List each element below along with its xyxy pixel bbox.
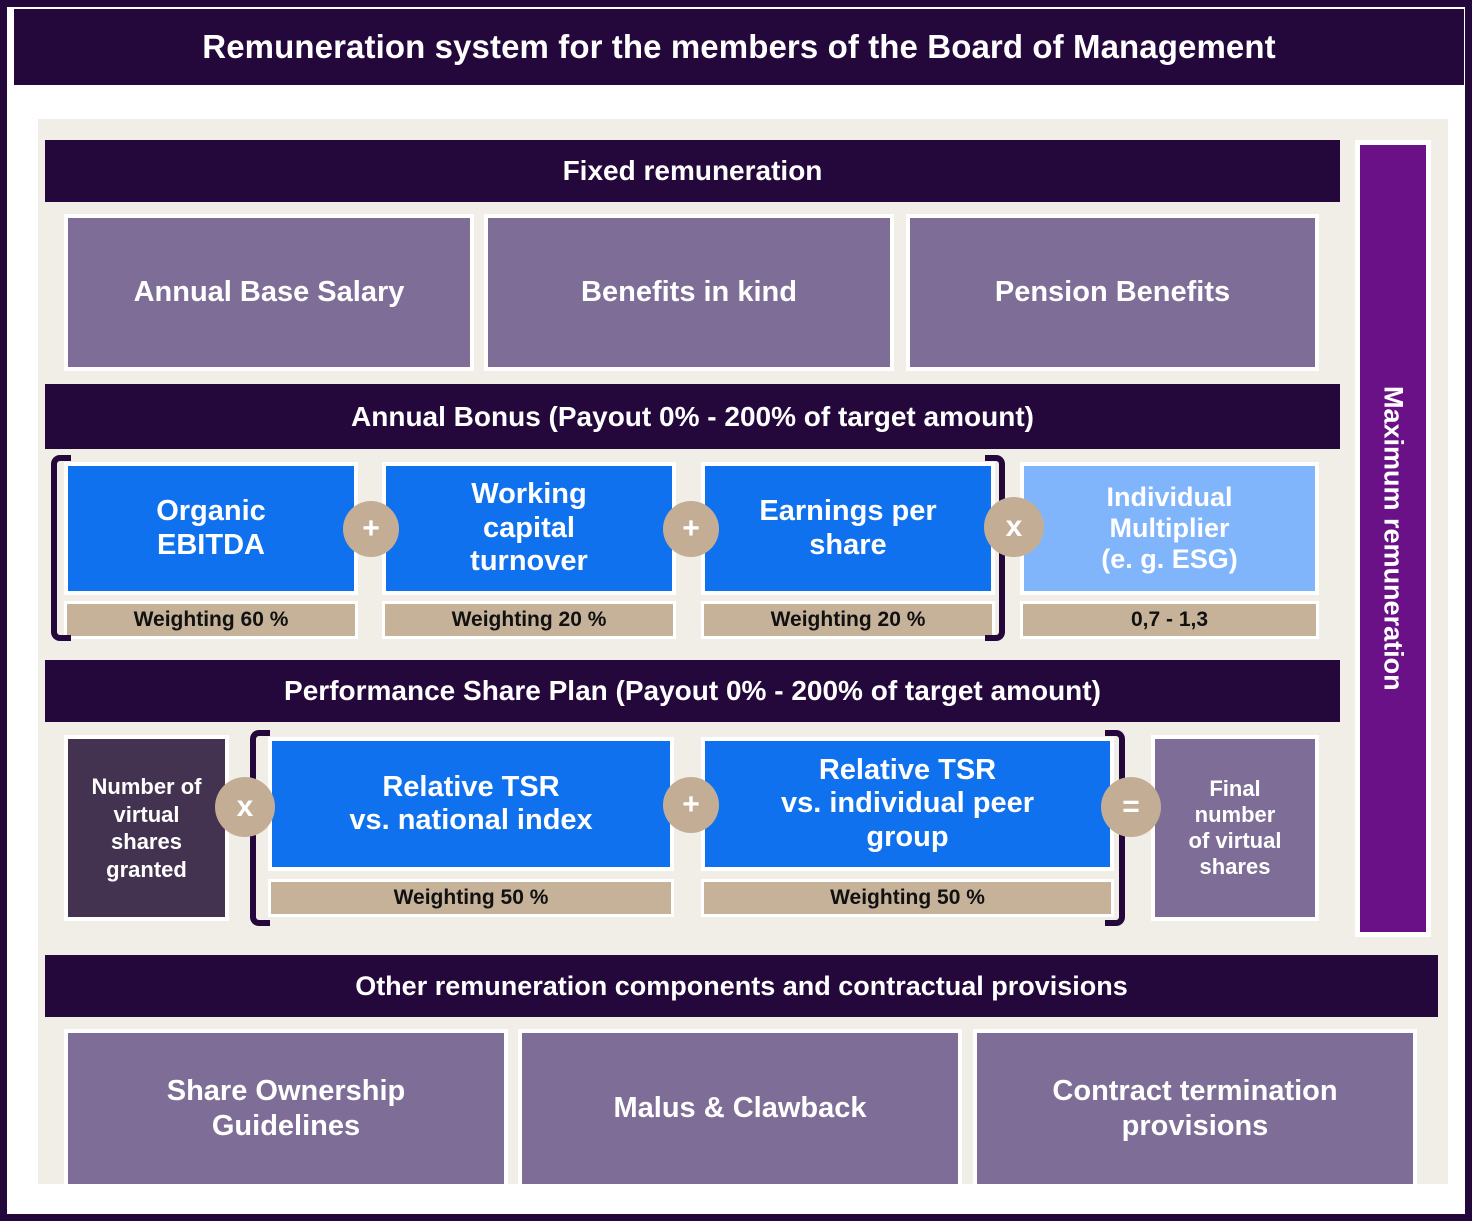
card-contract-termination-provisions[interactable]: Contract termination provisions bbox=[973, 1029, 1417, 1188]
operator-plus-icon-bonus-2: + bbox=[663, 501, 719, 557]
weighting-working-capital-turnover: Weighting 20 % bbox=[382, 601, 676, 639]
card-final-number-virtual-shares[interactable]: Final number of virtual shares bbox=[1151, 735, 1319, 921]
operator-multiply-icon-psp: x bbox=[215, 777, 275, 837]
page-title: Remuneration system for the members of t… bbox=[14, 9, 1464, 85]
card-annual-base-salary[interactable]: Annual Base Salary bbox=[64, 214, 474, 371]
card-individual-multiplier[interactable]: Individual Multiplier (e. g. ESG) bbox=[1020, 462, 1319, 595]
weighting-organic-ebitda: Weighting 60 % bbox=[64, 601, 358, 639]
maximum-remuneration-label: Maximum remuneration bbox=[1378, 386, 1409, 691]
operator-multiply-icon-bonus: x bbox=[984, 497, 1044, 557]
card-share-ownership-guidelines[interactable]: Share Ownership Guidelines bbox=[64, 1029, 508, 1188]
weighting-relative-tsr-peer-group: Weighting 50 % bbox=[701, 879, 1114, 917]
operator-plus-icon-psp: + bbox=[663, 777, 719, 833]
operator-plus-icon-bonus-1: + bbox=[343, 501, 399, 557]
multiplier-range: 0,7 - 1,3 bbox=[1020, 601, 1319, 639]
section-header-fixed-remuneration: Fixed remuneration bbox=[45, 140, 1340, 202]
card-benefits-in-kind[interactable]: Benefits in kind bbox=[484, 214, 894, 371]
weighting-relative-tsr-national-index: Weighting 50 % bbox=[268, 879, 674, 917]
section-header-performance-share-plan: Performance Share Plan (Payout 0% - 200%… bbox=[45, 660, 1340, 722]
card-relative-tsr-national-index[interactable]: Relative TSR vs. national index bbox=[268, 737, 674, 871]
operator-equals-icon-psp: = bbox=[1101, 777, 1161, 837]
section-header-annual-bonus: Annual Bonus (Payout 0% - 200% of target… bbox=[45, 384, 1340, 449]
card-earnings-per-share[interactable]: Earnings per share bbox=[701, 462, 995, 595]
card-organic-ebitda[interactable]: Organic EBITDA bbox=[64, 462, 358, 595]
card-virtual-shares-granted[interactable]: Number of virtual shares granted bbox=[64, 735, 229, 921]
card-malus-and-clawback[interactable]: Malus & Clawback bbox=[518, 1029, 962, 1188]
card-relative-tsr-peer-group[interactable]: Relative TSR vs. individual peer group bbox=[701, 737, 1114, 871]
weighting-earnings-per-share: Weighting 20 % bbox=[701, 601, 995, 639]
card-pension-benefits[interactable]: Pension Benefits bbox=[906, 214, 1319, 371]
bracket-left-annual-bonus bbox=[51, 455, 71, 641]
section-header-other-components: Other remuneration components and contra… bbox=[45, 955, 1438, 1017]
card-working-capital-turnover[interactable]: Working capital turnover bbox=[382, 462, 676, 595]
maximum-remuneration-bar: Maximum remuneration bbox=[1355, 140, 1431, 937]
